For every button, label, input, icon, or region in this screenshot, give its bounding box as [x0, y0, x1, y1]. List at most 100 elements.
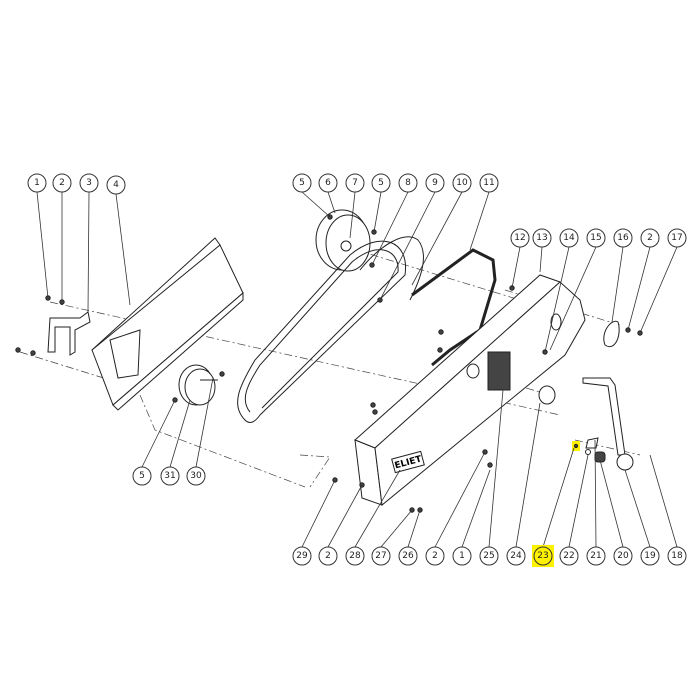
fastener: [437, 347, 443, 353]
callout-25: 25: [479, 546, 499, 566]
callout-number: 1: [459, 551, 465, 561]
callout-8: 8: [398, 173, 418, 193]
callout-4: 4: [106, 175, 126, 195]
fastener: [438, 329, 444, 335]
callout-5: 5: [132, 466, 152, 486]
leader-line: [371, 191, 409, 266]
fastener: [372, 409, 378, 415]
callout-2: 2: [318, 546, 338, 566]
callout-number: 15: [590, 233, 601, 243]
callout-12: 12: [510, 228, 530, 248]
callout-10: 10: [452, 173, 472, 193]
leader-line: [627, 246, 651, 331]
callout-number: 17: [671, 233, 682, 243]
callout-2: 2: [425, 546, 445, 566]
callout-2: 2: [52, 173, 72, 193]
callout-24: 24: [506, 546, 526, 566]
callout-number: 5: [299, 178, 305, 188]
leader-line: [649, 454, 678, 548]
handle-sleeve-part: [616, 453, 634, 471]
leader-line: [379, 191, 436, 301]
fastener: [370, 402, 376, 408]
callout-28: 28: [345, 546, 365, 566]
leader-line: [373, 191, 382, 233]
leader-line: [539, 246, 543, 273]
leader-line: [461, 469, 491, 548]
callout-number: 20: [617, 551, 629, 561]
callout-7: 7: [345, 173, 365, 193]
callout-number: 13: [536, 233, 547, 243]
drive-belt-part: [237, 240, 407, 423]
callout-23: 23: [532, 545, 554, 567]
leader-line: [624, 469, 651, 548]
leader-line: [349, 191, 356, 239]
callout-number: 19: [644, 551, 656, 561]
callout-number: 5: [139, 471, 145, 481]
callout-number: 16: [617, 233, 629, 243]
callout-number: 12: [514, 233, 525, 243]
callout-number: 7: [352, 178, 358, 188]
leader-line: [327, 191, 336, 214]
callout-number: 10: [456, 178, 468, 188]
callout-30: 30: [186, 466, 206, 486]
callout-22: 22: [559, 546, 579, 566]
callout-number: 1: [34, 178, 40, 188]
callout-5: 5: [371, 173, 391, 193]
callout-1: 1: [27, 173, 47, 193]
callout-number: 6: [325, 178, 331, 188]
leader-line: [611, 246, 624, 323]
callout-19: 19: [640, 546, 660, 566]
callout-number: 21: [590, 551, 601, 561]
callout-number: 22: [563, 551, 574, 561]
warning-decal: [487, 351, 511, 391]
highlight: [532, 545, 554, 567]
callout-number: 11: [483, 178, 494, 188]
leader-line: [141, 399, 176, 468]
callout-number: 25: [483, 551, 494, 561]
callout-21: 21: [586, 546, 606, 566]
callout-number: 9: [432, 178, 438, 188]
callout-number: 28: [349, 551, 361, 561]
callout-number: 5: [378, 178, 384, 188]
callout-number: 8: [405, 178, 411, 188]
fastener: [219, 371, 225, 377]
callout-27: 27: [371, 546, 391, 566]
callout-number: 26: [402, 551, 414, 561]
callout-20: 20: [613, 546, 633, 566]
latch-part: [603, 320, 620, 348]
callout-number: 31: [164, 471, 175, 481]
callout-number: 3: [86, 178, 92, 188]
leader-line: [115, 193, 131, 306]
leader-line: [411, 191, 463, 286]
leader-line: [511, 246, 521, 289]
knob-part: [585, 437, 599, 449]
callout-number: 2: [432, 551, 438, 561]
leader-line: [544, 246, 570, 353]
main-housing-part: ELIET: [354, 274, 586, 506]
guard-channel-part: [91, 237, 244, 411]
leader-line: [599, 459, 624, 548]
leader-line: [488, 389, 504, 548]
assembly-axis: [479, 374, 641, 456]
callout-14: 14: [559, 228, 579, 248]
upper-pulley-part: [315, 209, 371, 272]
leader-line: [639, 246, 678, 334]
leader-line: [327, 484, 363, 548]
bracket-part: [47, 311, 91, 356]
leader-line: [87, 191, 90, 313]
callout-number: 2: [325, 551, 331, 561]
leader-line: [434, 451, 486, 548]
leader-line: [301, 191, 331, 218]
callout-26: 26: [398, 546, 418, 566]
callout-number: 2: [59, 178, 65, 188]
leader-line: [169, 399, 191, 468]
callout-15: 15: [586, 228, 606, 248]
callout-number: 24: [510, 551, 522, 561]
leader-line: [515, 402, 541, 548]
fastener: [487, 462, 493, 468]
leader-line: [594, 439, 597, 548]
leader-line: [36, 191, 49, 299]
callout-6: 6: [318, 173, 338, 193]
lower-pulley-part: [178, 364, 218, 406]
